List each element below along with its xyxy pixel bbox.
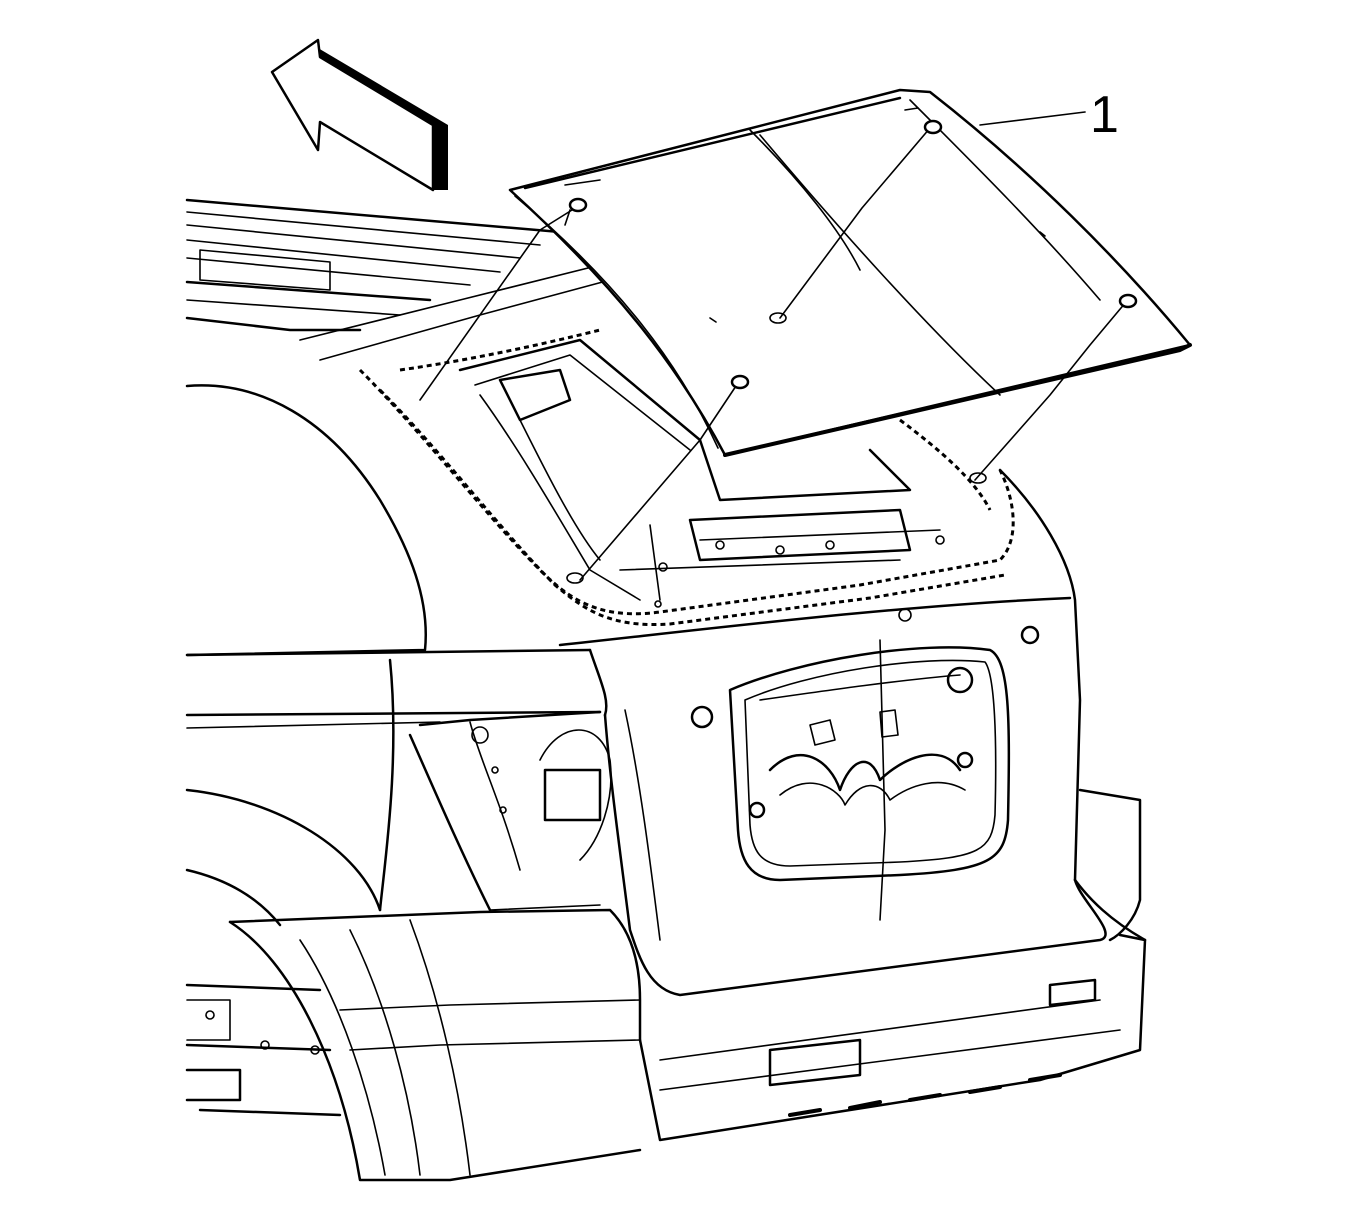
rear-cargo-opening	[408, 710, 612, 912]
rear-window-glass	[508, 88, 1192, 457]
quarter-window	[185, 384, 427, 657]
forward-arrow-icon	[270, 38, 448, 192]
license-plate-pocket	[728, 646, 1011, 882]
stud-lower-left	[566, 374, 750, 584]
stud-upper-right	[769, 119, 943, 324]
rear-bumper-fascia	[228, 788, 1147, 1182]
stud-lower-right	[969, 293, 1138, 484]
lower-body-structure	[185, 983, 342, 1117]
stud-upper-left	[419, 197, 588, 401]
callout-1: 1	[979, 86, 1119, 144]
window-opening	[458, 338, 945, 608]
glass-mounting-studs	[419, 119, 1138, 584]
liftgate-panel	[558, 468, 1107, 997]
callout-label: 1	[1090, 86, 1119, 144]
body-side	[185, 648, 602, 927]
